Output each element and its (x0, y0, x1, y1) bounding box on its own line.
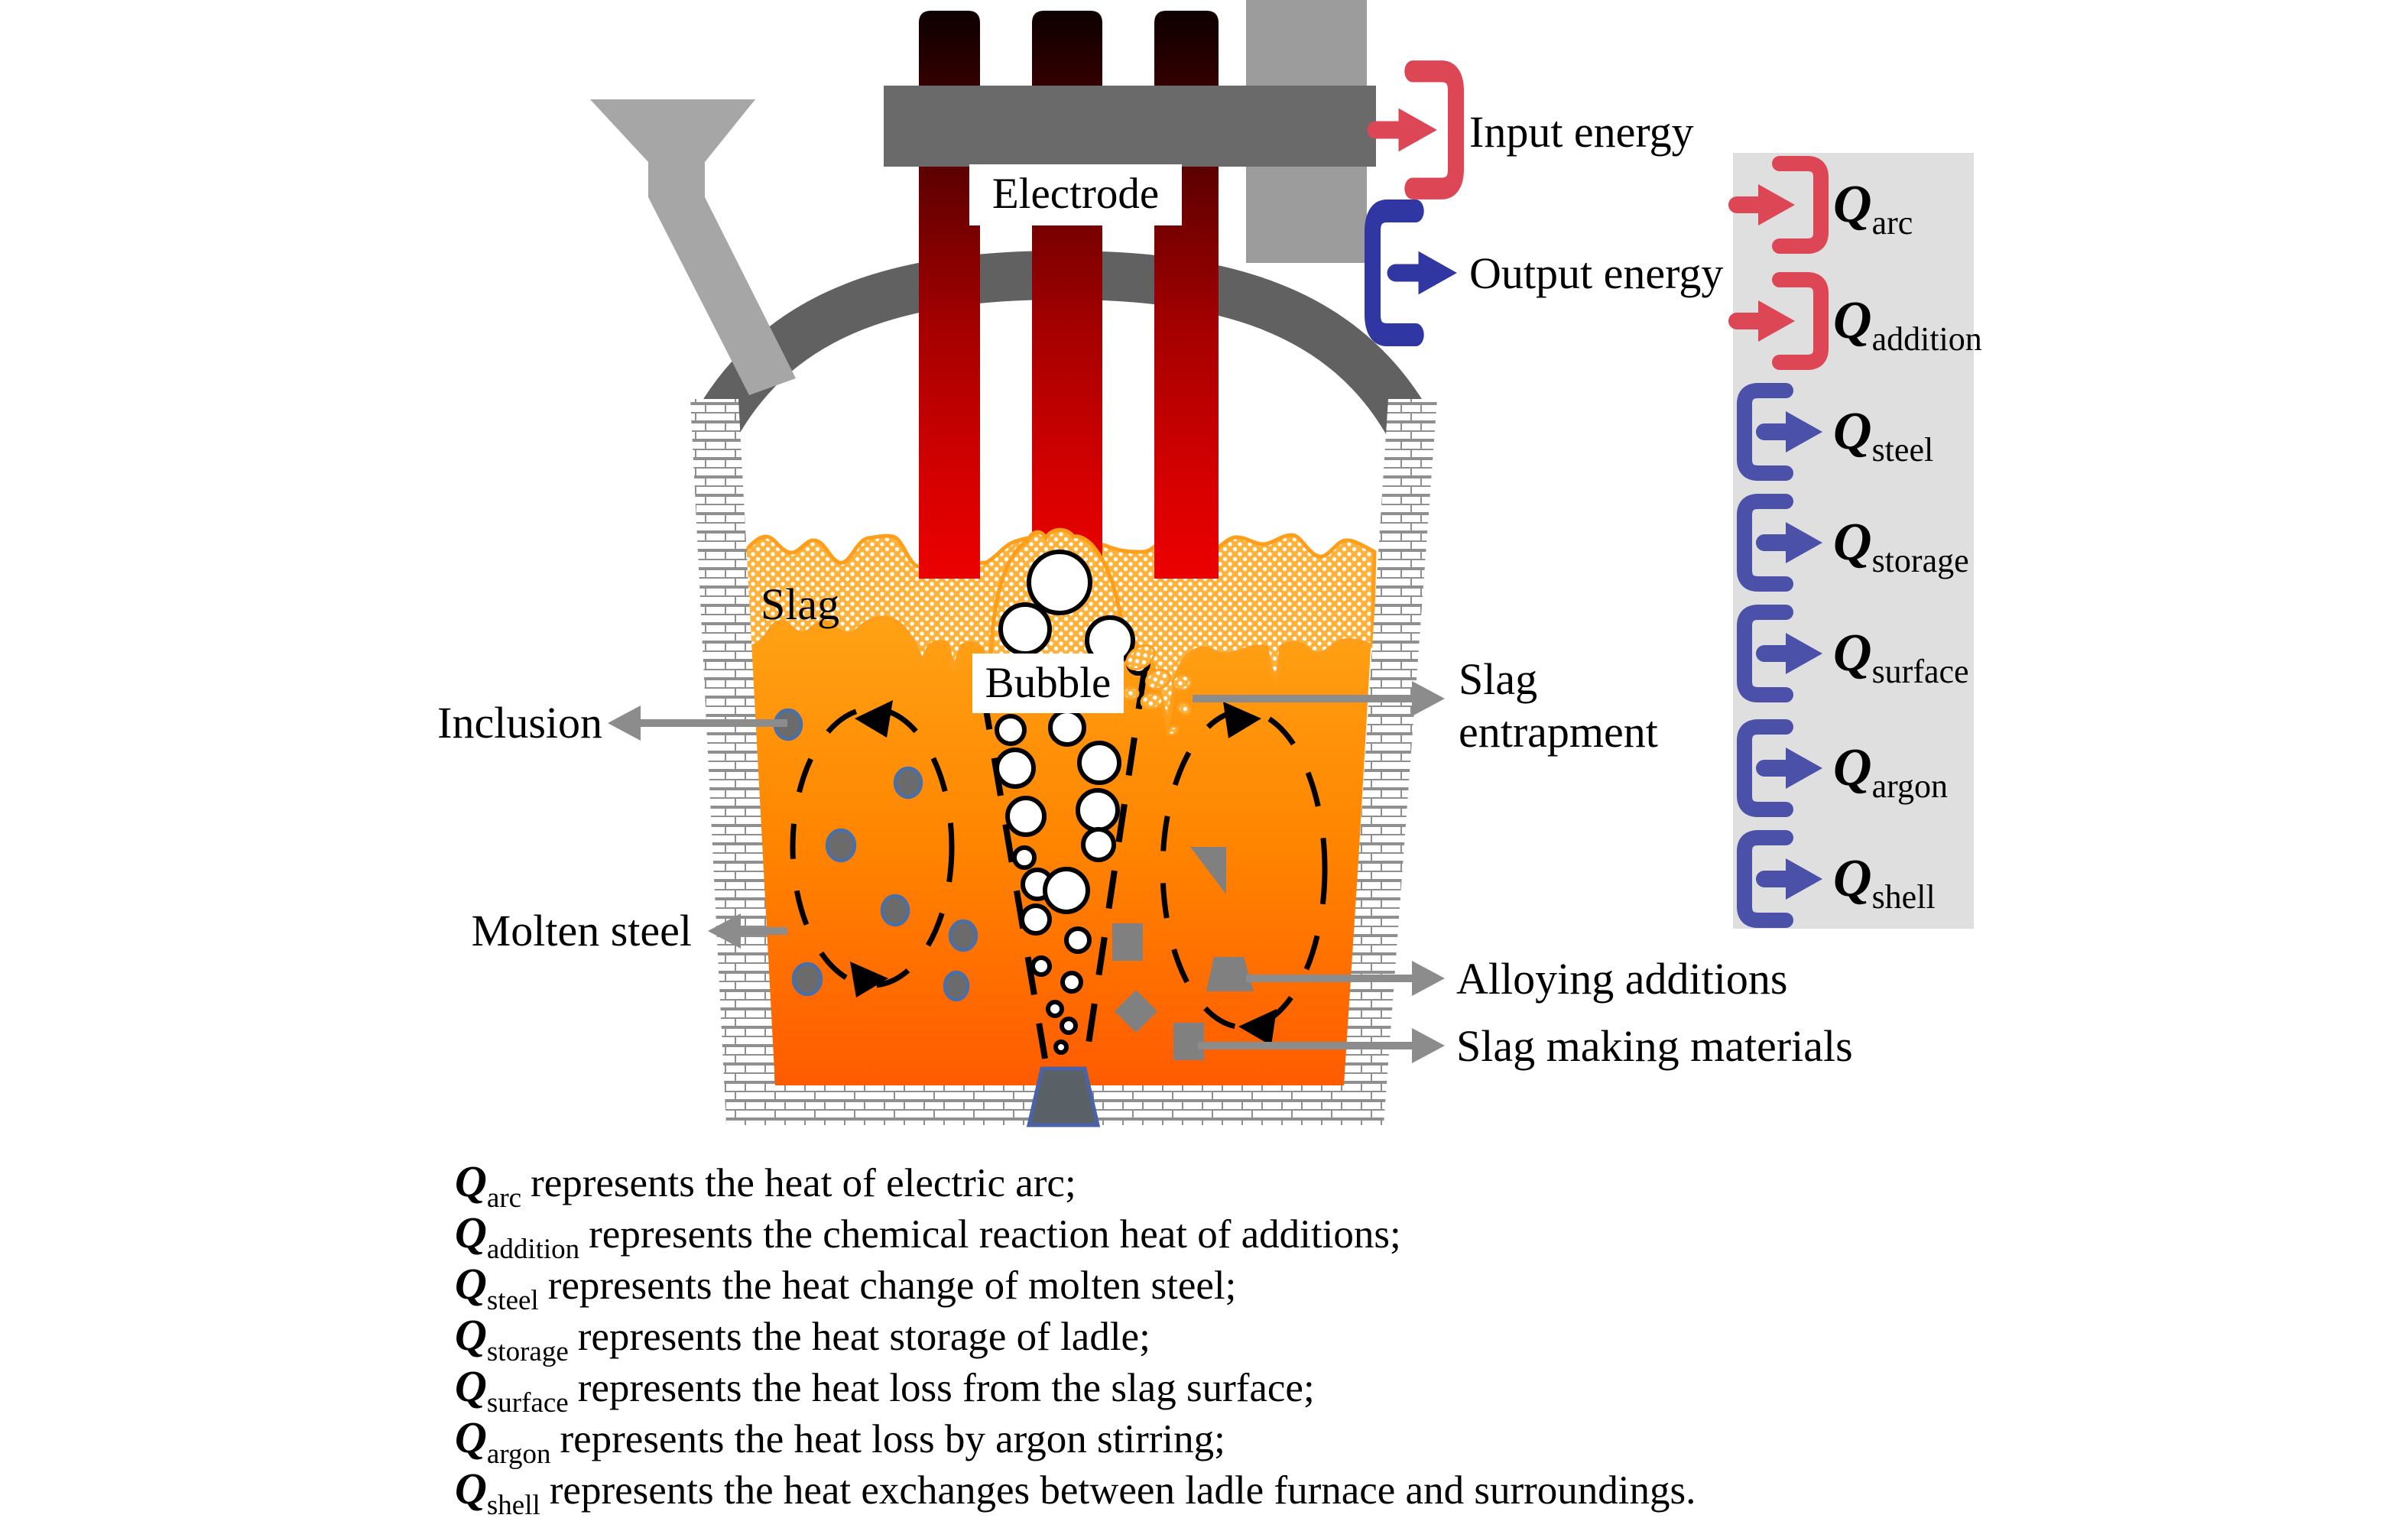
legend-entry-arc: Qarc (1737, 164, 1913, 246)
loop-arrowhead (850, 962, 888, 997)
legend-entry-surface: Qsurface (1744, 612, 1969, 695)
svg-text:Qsurface: Qsurface (1833, 624, 1969, 690)
output-energy-label: Output energy (1469, 248, 1723, 298)
molten-steel-callout: Molten steel (472, 906, 787, 955)
svg-text:Qsteel: Qsteel (1833, 402, 1933, 469)
addition-lumps (1112, 847, 1254, 1060)
input-arrow-icon (1376, 109, 1437, 152)
porous-plug (1026, 1066, 1101, 1127)
output-arrow-icon (1396, 251, 1457, 295)
legend-entry-shell: Qshell (1744, 838, 1936, 920)
alloying-additions-label: Alloying additions (1456, 954, 1787, 1004)
slag-label: Slag (761, 579, 839, 629)
inclusions (773, 708, 978, 1002)
legend-entry-storage: Qstorage (1744, 501, 1969, 584)
addition-funnel (590, 99, 796, 395)
svg-text:Qshell: Qshell (1833, 849, 1936, 916)
circulation-loops (790, 700, 1328, 1046)
input-energy-key: Input energy (1376, 71, 1694, 188)
svg-text:Qaddition: Qaddition (1833, 291, 1982, 358)
svg-text:Qarc: Qarc (1833, 175, 1913, 242)
ladle-refractory-shell (690, 399, 1437, 1125)
legend-panel: Qarc Qaddition Qsteel Qstorage Qsurface … (1733, 153, 1982, 929)
bubble-label: Bubble (985, 659, 1112, 707)
slag-making-materials-label: Slag making materials (1456, 1021, 1853, 1071)
slag-entrapment-label-line1: Slag (1459, 654, 1537, 704)
legend-entry-steel: Qsteel (1744, 391, 1933, 473)
legend-entry-argon: Qargon (1744, 727, 1948, 809)
bubble-label-box (972, 654, 1124, 713)
loop-arrowhead (1223, 702, 1261, 738)
slag-entrapment-callout: Slag entrapment (1193, 654, 1658, 757)
slag-entrapment-droplets (1121, 644, 1193, 737)
electrode-label: Electrode (992, 170, 1159, 218)
output-energy-key: Output energy (1373, 211, 1723, 335)
inclusion-label: Inclusion (437, 698, 602, 748)
input-energy-label: Input energy (1469, 107, 1694, 157)
svg-text:Qstorage: Qstorage (1833, 513, 1969, 579)
electrode-label-box (969, 164, 1182, 225)
loop-arrowhead (1238, 1009, 1277, 1046)
molten-steel-label: Molten steel (472, 906, 692, 955)
electrode-holder-bar (884, 86, 1376, 167)
loop-arrowhead (855, 700, 893, 738)
inclusion-callout: Inclusion (437, 698, 787, 748)
legend-entry-addition: Qaddition (1737, 280, 1982, 362)
svg-text:Qargon: Qargon (1833, 738, 1948, 805)
slag-making-materials-callout: Slag making materials (1198, 1021, 1853, 1071)
alloying-additions-callout: Alloying additions (1246, 954, 1787, 1004)
slag-entrapment-label-line2: entrapment (1459, 707, 1658, 757)
